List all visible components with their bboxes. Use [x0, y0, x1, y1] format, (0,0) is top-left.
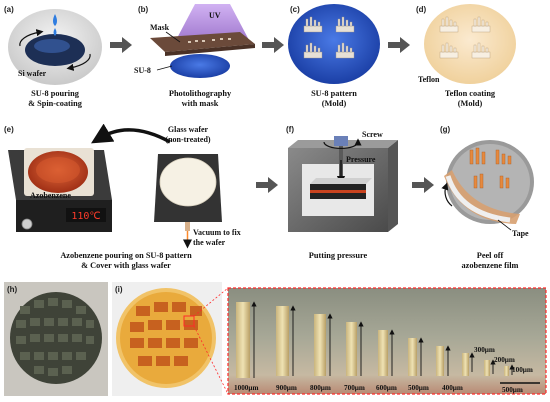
panel-g-caption-2: azobenzene film: [462, 261, 519, 270]
screw-rotation-icon: [323, 138, 362, 149]
su8-coated-wafer: [170, 54, 230, 78]
height-label-700: 700μm: [344, 384, 365, 392]
panel-a-letter: (a): [4, 5, 14, 14]
panel-b-letter: (b): [138, 5, 149, 14]
su8-mold-wafer: [288, 4, 380, 84]
panel-d-caption-2: (Mold): [458, 99, 483, 108]
film-pattern-grid: [130, 302, 202, 366]
panel-h: (h): [4, 282, 108, 396]
vacuum-label-1: Vacuum to fix: [193, 228, 241, 237]
step-arrow-icon: [412, 177, 434, 193]
mask-label: Mask: [150, 23, 170, 32]
panel-e-letter: (e): [4, 125, 14, 134]
height-label-100: 100μm: [512, 366, 533, 374]
panel-f-caption-1: Putting pressure: [309, 251, 368, 260]
temperature-display: [66, 208, 106, 222]
panel-i-letter: (i): [115, 285, 123, 294]
panel-h-letter: (h): [7, 285, 18, 294]
pillar-400: [436, 346, 444, 376]
vacuum-label-2: the wafer: [193, 238, 226, 247]
height-label-900: 900μm: [276, 384, 297, 392]
panel-b-caption-2: with mask: [182, 99, 219, 108]
panel-d-letter: (d): [416, 5, 427, 14]
panel-e: (e) Azobenzene 110℃ Glass wafer (non-tre…: [4, 123, 241, 270]
panel-b-caption-1: Photolithography: [169, 89, 232, 98]
height-arrows: [251, 301, 515, 378]
su8-pattern-blocks: [303, 16, 355, 59]
azobenzene-label: Azobenzene: [30, 191, 71, 200]
panel-d: (d) Teflon Teflon coating (Mold): [416, 4, 516, 108]
sample-stack-bottom: [310, 193, 366, 199]
pillar-1000: [236, 302, 250, 378]
peel-arrow-icon: [441, 182, 453, 207]
height-label-300: 300μm: [474, 346, 495, 354]
pillar-100: [504, 366, 509, 376]
panel-i: (i) 1000μm 900μm: [112, 282, 547, 396]
panel-b: (b) UV Mask SU-8 Photolithography with m…: [134, 4, 255, 108]
tape-label: Tape: [512, 229, 529, 238]
pressure-label: Pressure: [346, 155, 376, 164]
pillar-900: [276, 306, 289, 376]
glass-wafer-label-1: Glass wafer: [168, 125, 209, 134]
glass-wafer: [159, 157, 217, 207]
uv-light-cone: [175, 4, 250, 42]
azobenzene-pillars: [469, 147, 512, 189]
height-label-200: 200μm: [494, 356, 515, 364]
height-label-600: 600μm: [376, 384, 397, 392]
panel-c: (c) SU-8 pattern (Mold): [288, 4, 380, 108]
spin-arrow-icon: [19, 29, 44, 47]
pillar-row: [236, 302, 509, 378]
pillar-300: [462, 353, 469, 376]
su8-label: SU-8: [134, 66, 151, 75]
panel-c-caption-1: SU-8 pattern: [311, 89, 357, 98]
step-arrow-icon: [256, 177, 278, 193]
sample-stack-top: [310, 184, 366, 190]
panel-e-caption-1: Azobenzene pouring on SU-8 pattern: [60, 251, 192, 260]
uv-label: UV: [209, 11, 221, 20]
pillar-200: [484, 360, 490, 376]
step-arrow-icon: [110, 37, 132, 53]
si-wafer-label: Si wafer: [18, 69, 47, 78]
temperature-readout: 110℃: [71, 211, 100, 222]
panel-c-letter: (c): [290, 5, 300, 14]
panel-f: (f) Screw Pressure Putting pressure: [286, 125, 398, 260]
panel-f-letter: (f): [286, 125, 294, 134]
screw-label: Screw: [362, 130, 383, 139]
teflon-pattern-blocks: [439, 16, 491, 59]
pillar-600: [378, 330, 388, 376]
panel-g: (g) Tape Peel off azobenzene film: [440, 125, 534, 270]
panel-d-caption-1: Teflon coating: [445, 89, 496, 98]
pillar-500: [408, 338, 417, 376]
wafer-pattern-grid: [16, 298, 94, 376]
panel-a-caption-1: SU-8 pouring: [31, 89, 80, 98]
height-label-500: 500μm: [408, 384, 429, 392]
tape-strip: [445, 175, 511, 223]
panel-c-caption-2: (Mold): [322, 99, 347, 108]
panel-a: (a) Si wafer SU-8 pouring & Spin-coating: [4, 5, 102, 108]
transfer-arrow-icon: [90, 123, 171, 144]
panel-e-caption-2: & Cover with glass wafer: [81, 261, 171, 270]
height-label-1000: 1000μm: [234, 384, 258, 392]
zoom-region-box: [183, 315, 195, 327]
screw-head: [334, 136, 348, 146]
height-label-400: 400μm: [442, 384, 463, 392]
vacuum-port: [185, 222, 190, 231]
panel-g-caption-1: Peel off: [477, 251, 504, 260]
step-arrow-icon: [388, 37, 410, 53]
pillar-800: [314, 314, 326, 376]
teflon-label: Teflon: [418, 75, 440, 84]
pillar-700: [346, 322, 357, 376]
su8-drop-icon: [53, 14, 57, 26]
teflon-coated-wafer: [424, 4, 516, 84]
patterned-wafer-photo: [10, 292, 102, 384]
height-label-800: 800μm: [310, 384, 331, 392]
scale-bar-label: 500μm: [502, 386, 523, 394]
step-arrow-icon: [262, 37, 284, 53]
knob-icon: [21, 218, 33, 230]
glass-wafer-label-2: (non-treated): [165, 135, 211, 144]
panel-g-letter: (g): [440, 125, 451, 134]
panel-a-caption-2: & Spin-coating: [28, 99, 83, 108]
